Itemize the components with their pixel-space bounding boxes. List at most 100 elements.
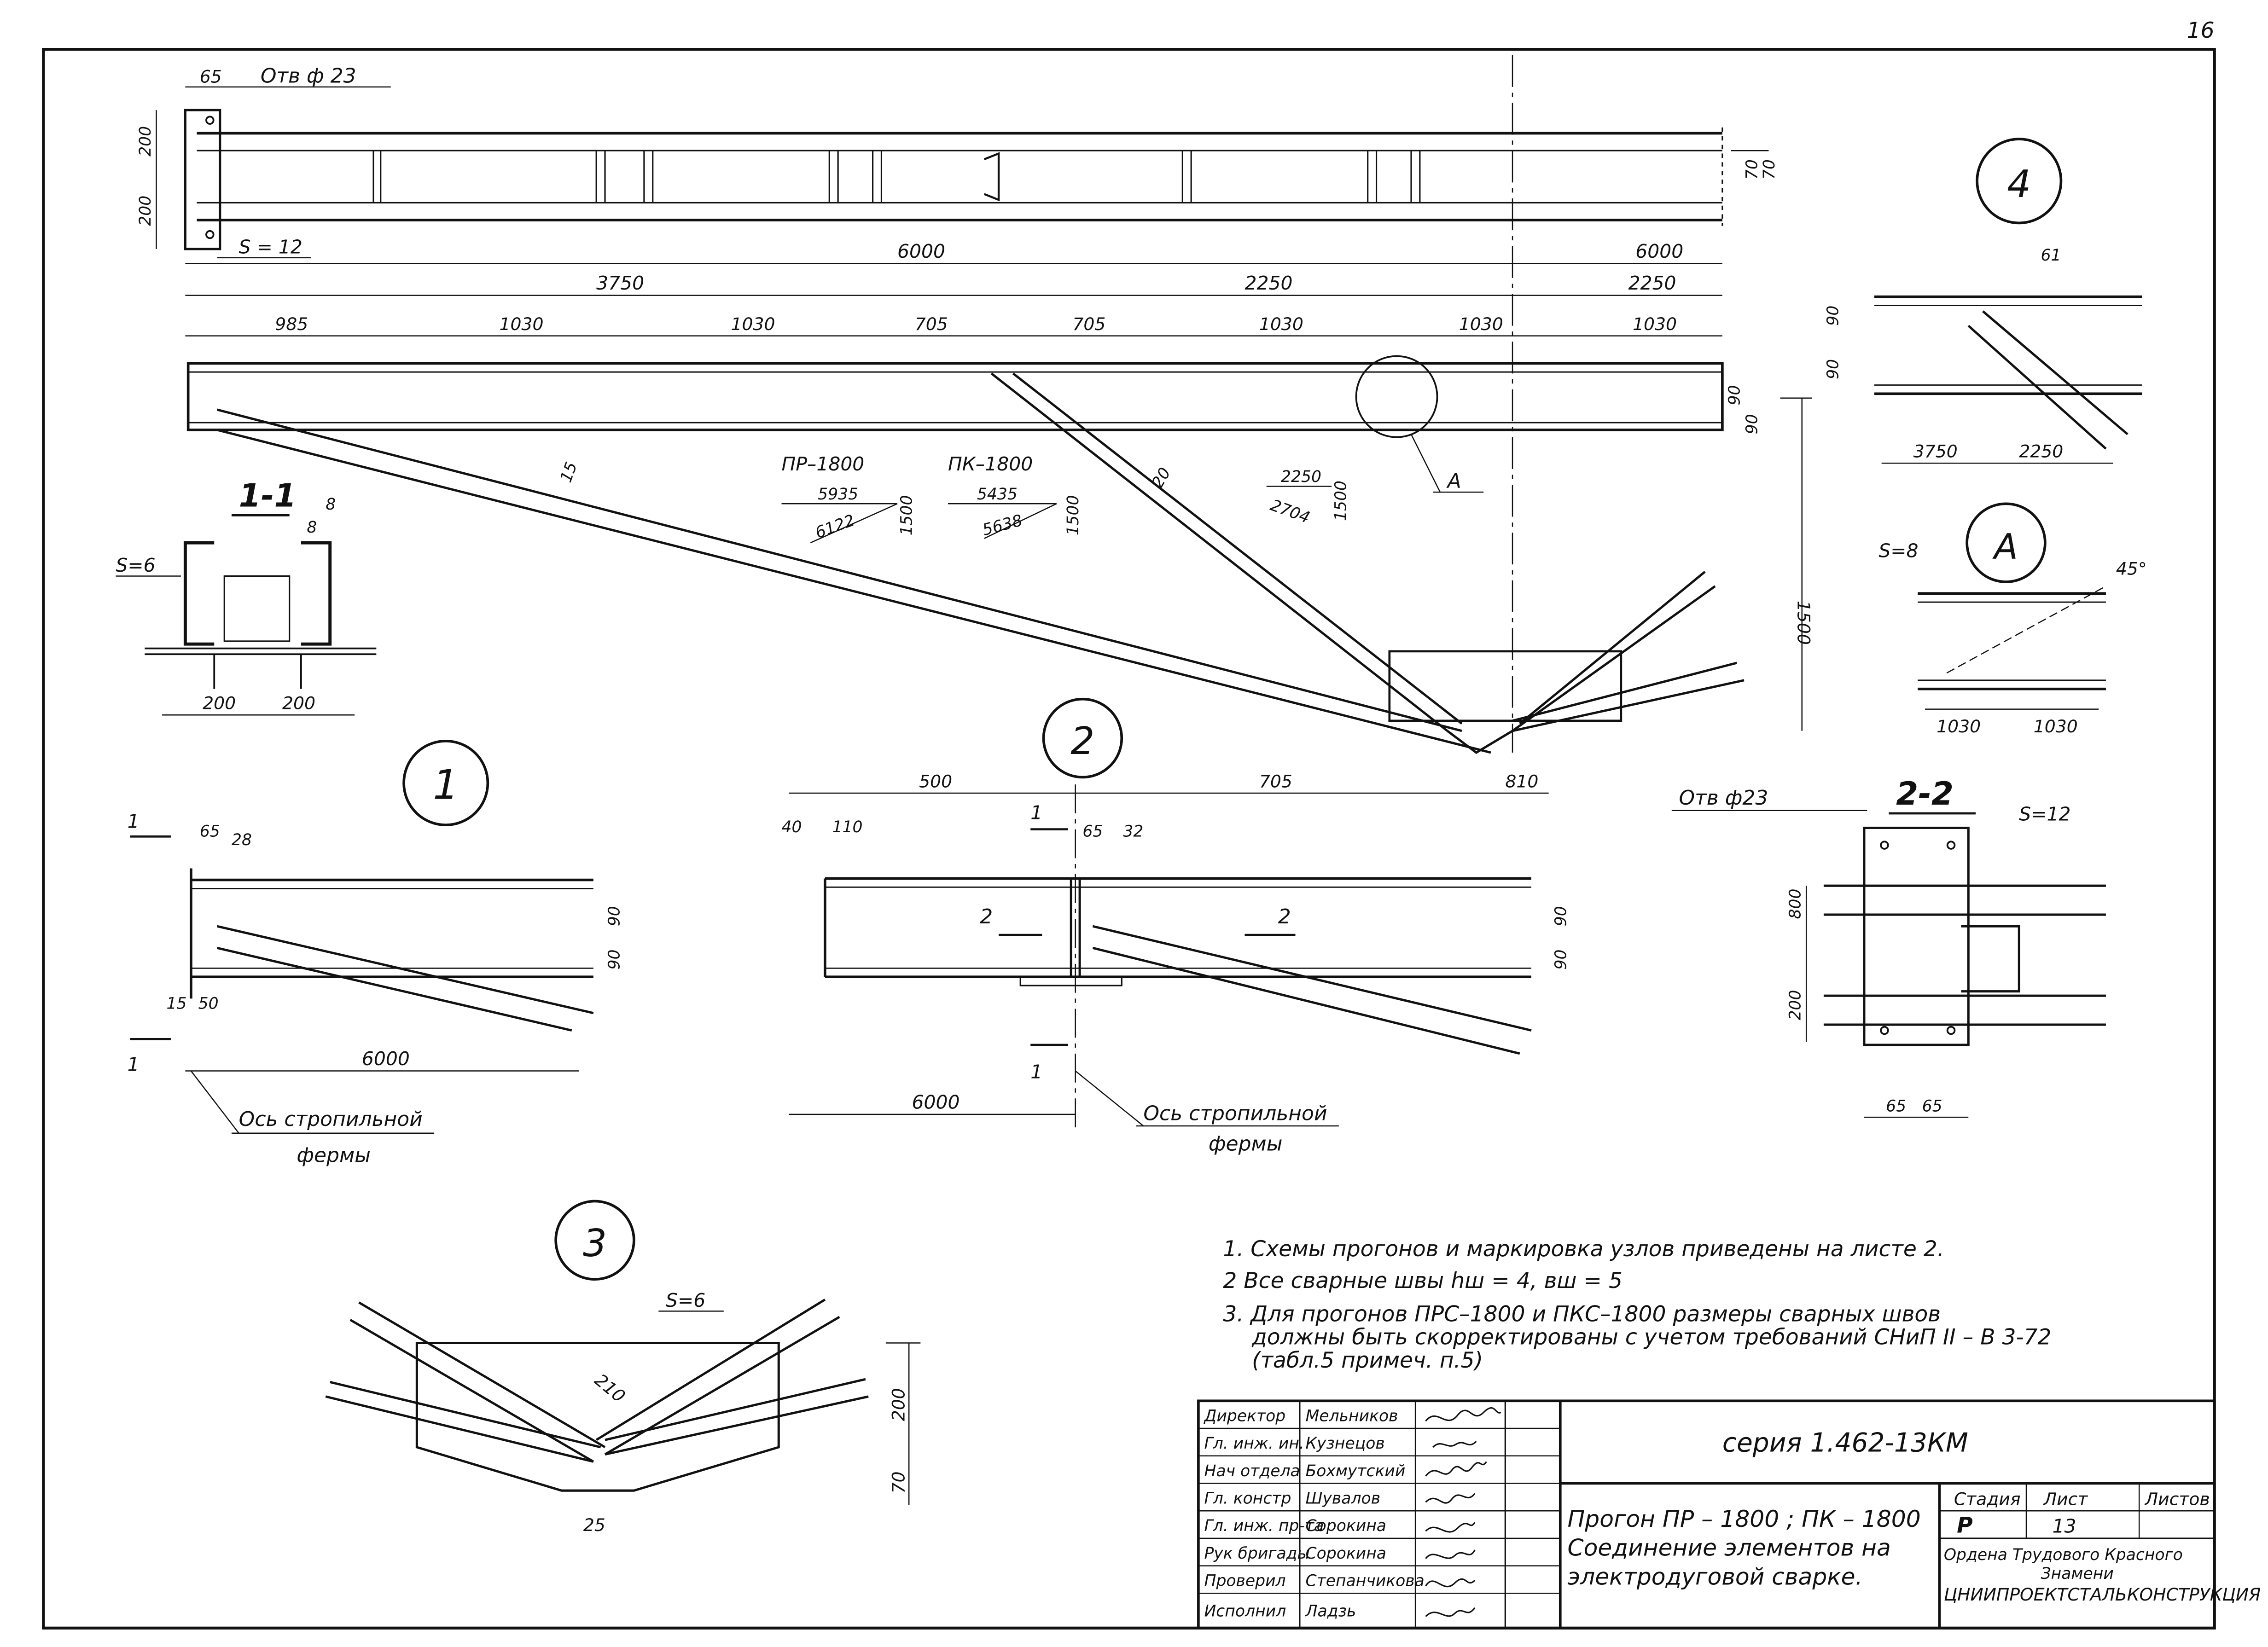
svg-text:1030: 1030 bbox=[500, 314, 544, 334]
svg-text:Степанчикова: Степанчикова bbox=[1306, 1572, 1425, 1590]
section-title: 1-1 bbox=[239, 478, 297, 515]
dim-label: 200 bbox=[889, 1388, 909, 1421]
dim-label: 1500 bbox=[1064, 495, 1082, 535]
cut-label: 1 bbox=[128, 810, 140, 832]
dim-label: 90 bbox=[605, 906, 623, 926]
dim-label: 6122 bbox=[813, 511, 857, 542]
title-block: Директор Гл. инж. ин. Нач отдела Гл. кон… bbox=[1197, 1399, 2261, 1630]
svg-text:Рук бригады: Рук бригады bbox=[1204, 1544, 1309, 1563]
note-1: 1. Схемы прогонов и маркировка узлов при… bbox=[1223, 1236, 1944, 1262]
dim-label: 70 bbox=[889, 1471, 909, 1493]
axis-label: Ось стропильной bbox=[1143, 1102, 1327, 1125]
svg-text:Нач отдела: Нач отдела bbox=[1204, 1462, 1300, 1480]
drawing-title: Прогон ПР – 1800 ; ПК – 1800 bbox=[1568, 1505, 1921, 1532]
svg-text:Гл. инж. пр-та: Гл. инж. пр-та bbox=[1204, 1517, 1324, 1535]
sheet-frame bbox=[42, 48, 2216, 1630]
stage-header: Стадия bbox=[1954, 1489, 2021, 1509]
stiffeners bbox=[372, 151, 1421, 203]
callout-a-label: А bbox=[1446, 470, 1461, 493]
node-3-detail: 3 S=6 210 200 70 25 bbox=[325, 1200, 921, 1535]
segment-dims: 985 1030 1030 705 705 1030 1030 1030 bbox=[275, 314, 1677, 334]
dim-label: 5435 bbox=[977, 485, 1018, 504]
cut-label: 1 bbox=[1030, 802, 1042, 824]
dim-label: 1500 bbox=[1332, 481, 1350, 521]
purlin-elevation: 3750 2250 2250 985 1030 1030 705 705 103… bbox=[185, 272, 1814, 754]
dim-label: 1500 bbox=[1793, 601, 1814, 645]
svg-text:705: 705 bbox=[1072, 314, 1105, 334]
dim-label: 70 bbox=[1760, 159, 1779, 180]
node-4-detail: 4 61 90 90 3750 2250 bbox=[1824, 138, 2142, 464]
staff-roles: Директор Гл. инж. ин. Нач отдела Гл. кон… bbox=[1203, 1407, 1324, 1620]
weld-label: 8 bbox=[326, 495, 336, 514]
sheet-header: Лист bbox=[2043, 1489, 2088, 1509]
dim-label: 800 bbox=[1786, 888, 1805, 919]
dim-label: 200 bbox=[136, 196, 155, 226]
dim-label: 1500 bbox=[897, 495, 916, 535]
staff-names: Мельников Кузнецов Бохмутский Шувалов Со… bbox=[1305, 1407, 1425, 1620]
dim-label: 2250 bbox=[1281, 468, 1321, 486]
section-1-1: 1-1 S=6 8 8 200 200 bbox=[116, 478, 377, 716]
dim-label: 40 bbox=[782, 818, 802, 836]
dim-label: 65 bbox=[1082, 822, 1103, 841]
node-3-number: 3 bbox=[583, 1222, 607, 1265]
dim-label: 90 bbox=[1552, 950, 1570, 970]
dim-label: 6000 bbox=[1635, 240, 1683, 262]
bolt-hole bbox=[205, 116, 215, 125]
thickness-label: S=8 bbox=[1878, 540, 1918, 562]
org-name: Знамени bbox=[2041, 1565, 2113, 1583]
dim-label: 5935 bbox=[818, 485, 858, 504]
node-2-detail: 2 500 705 810 40 110 1 65 32 2 2 90 90 1… bbox=[782, 697, 1570, 1155]
dim-label: 6000 bbox=[912, 1091, 960, 1113]
dim-label: 5638 bbox=[981, 511, 1024, 539]
thickness-label: S=12 bbox=[2019, 803, 2070, 825]
dim-label: 90 bbox=[1552, 906, 1570, 926]
dim-label: 1030 bbox=[2034, 716, 2078, 737]
org-name: ЦНИИПРОЕКТСТАЛЬКОНСТРУКЦИЯ bbox=[1944, 1584, 2261, 1605]
dim-label: 90 bbox=[1743, 414, 1761, 434]
note-3: 3. Для прогонов ПРС–1800 и ПКС–1800 разм… bbox=[1223, 1301, 1941, 1327]
callout-a-circle bbox=[1355, 355, 1438, 438]
node-2-number: 2 bbox=[1070, 719, 1094, 763]
sheet-value: 13 bbox=[2053, 1515, 2076, 1537]
section-title: 2-2 bbox=[1896, 776, 1954, 812]
top-chord bbox=[186, 362, 1724, 431]
dim-label: 200 bbox=[282, 693, 315, 713]
svg-text:Гл. констр: Гл. констр bbox=[1204, 1489, 1291, 1508]
dim-label: 15 bbox=[557, 459, 581, 485]
svg-text:Директор: Директор bbox=[1203, 1407, 1285, 1425]
dim-label: 3750 bbox=[596, 272, 644, 294]
svg-text:Гл. инж. ин.: Гл. инж. ин. bbox=[1204, 1434, 1304, 1453]
gusset-plate bbox=[1388, 650, 1622, 722]
dim-label: 200 bbox=[203, 693, 236, 713]
dim-label: 65 bbox=[200, 822, 220, 841]
drawing-title: Соединение элементов на bbox=[1568, 1534, 1891, 1561]
signatures bbox=[1425, 1407, 1501, 1617]
gusset-plate bbox=[415, 1342, 780, 1492]
svg-text:1030: 1030 bbox=[1633, 314, 1677, 334]
sheets-header: Листов bbox=[2144, 1489, 2210, 1509]
svg-text:Кузнецов: Кузнецов bbox=[1306, 1434, 1385, 1453]
note-2: 2 Все сварные швы hш = 4, вш = 5 bbox=[1223, 1268, 1622, 1293]
node-1-detail: 1 1 65 28 90 90 15 50 1 6000 Ось стропил… bbox=[128, 739, 623, 1167]
dim-label: 32 bbox=[1123, 822, 1143, 841]
dim-label: 2704 bbox=[1268, 496, 1312, 528]
node-1-marker bbox=[402, 739, 489, 826]
svg-text:Ладзь: Ладзь bbox=[1305, 1602, 1356, 1621]
angle-label: 45° bbox=[2116, 558, 2147, 579]
end-plate bbox=[1863, 826, 1970, 1046]
dim-label: 70 bbox=[1743, 159, 1761, 180]
cut-label: 2 bbox=[1278, 905, 1291, 928]
dim-label: 2250 bbox=[1244, 272, 1292, 294]
svg-text:Исполнил: Исполнил bbox=[1204, 1602, 1286, 1621]
node-a-letter: А bbox=[1992, 527, 2018, 567]
dim-label: 90 bbox=[1726, 385, 1744, 406]
thickness-label: S=6 bbox=[666, 1289, 705, 1311]
axis-label: фермы bbox=[297, 1144, 371, 1167]
dim-label: 705 bbox=[1259, 771, 1292, 791]
cut-label: 2 bbox=[980, 905, 993, 928]
drawing-title: электродуговой сварке. bbox=[1568, 1563, 1863, 1590]
dim-label: 810 bbox=[1505, 771, 1538, 791]
dim-label: 28 bbox=[232, 831, 252, 849]
